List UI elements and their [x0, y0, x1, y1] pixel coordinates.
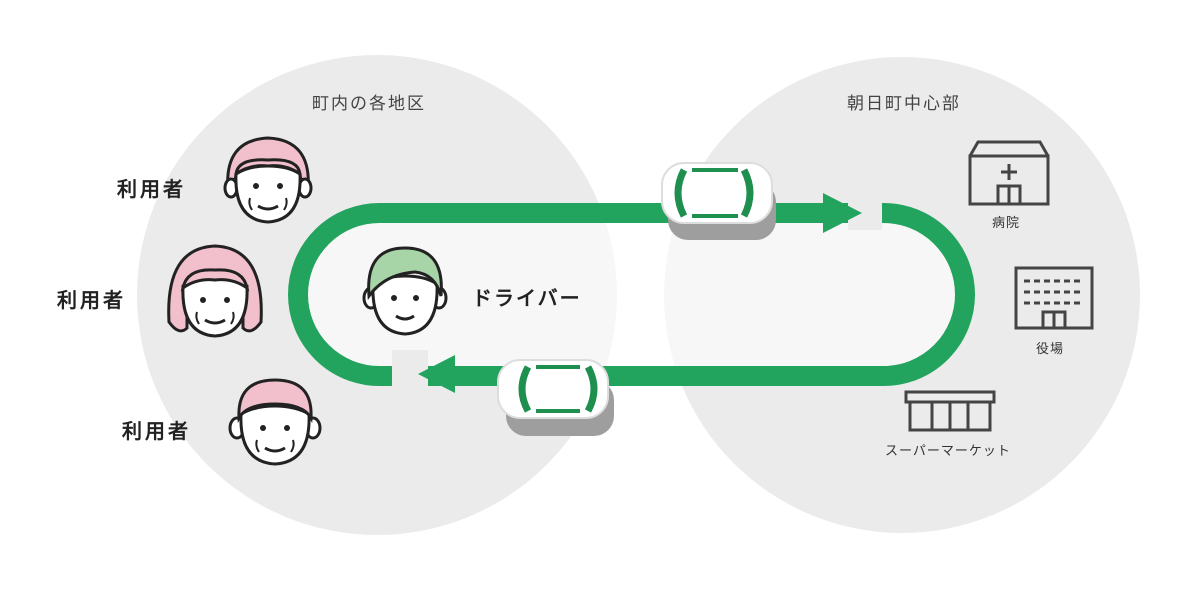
hospital-label: 病院: [992, 216, 1021, 231]
user-avatar-icon: [228, 378, 322, 466]
town-hall-label: 役場: [1036, 342, 1065, 357]
car-top-icon: [661, 162, 776, 240]
user-avatar-icon: [167, 244, 263, 338]
route-arrow-left: [418, 355, 455, 393]
driver-label: ドライバー: [472, 286, 582, 310]
route-loop: [288, 203, 975, 386]
car-bottom-icon: [497, 359, 614, 436]
right-area-title: 朝日町中心部: [847, 94, 961, 114]
left-area-title: 町内の各地区: [312, 94, 426, 114]
town-hall-icon: [1014, 266, 1094, 330]
hospital-icon: [968, 140, 1050, 206]
supermarket-label: スーパーマーケット: [885, 444, 1011, 459]
user-label: 利用者: [117, 177, 186, 201]
route-arrow-right: [823, 193, 862, 233]
driver-avatar-icon: [362, 246, 448, 336]
user-label: 利用者: [57, 288, 126, 312]
supermarket-icon: [904, 390, 996, 432]
user-avatar-icon: [223, 136, 313, 224]
user-label: 利用者: [122, 419, 191, 443]
